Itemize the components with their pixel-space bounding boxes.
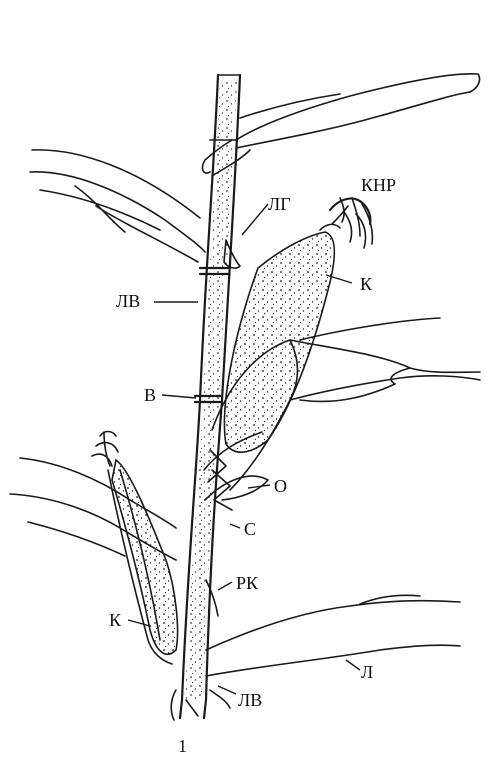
label-husk: О [274,476,287,496]
label-leaf-sheath-lower: ЛВ [238,690,262,710]
label-ligule: ЛГ [268,194,291,214]
right-leaves [290,318,480,401]
label-ear-lower: К [109,610,122,630]
label-prop-root: РК [236,573,259,593]
label-node: В [144,385,156,405]
silk-tuft [330,198,372,248]
prop-root [206,580,218,616]
label-leaf-sheath-upper: ЛВ [116,291,140,311]
upper-ear [224,224,340,452]
label-leaf-blade: Л [361,662,373,682]
figure-caption: 1 [178,736,187,756]
label-stalk: С [244,519,256,539]
label-ear-upper: К [360,274,373,294]
left-leaves [30,150,205,262]
label-tassel-silk: КНР [361,175,396,195]
upper-leaf [203,74,480,176]
lower-right-leaf [206,595,460,676]
lower-silk [92,432,118,467]
lower-ear [108,460,178,664]
